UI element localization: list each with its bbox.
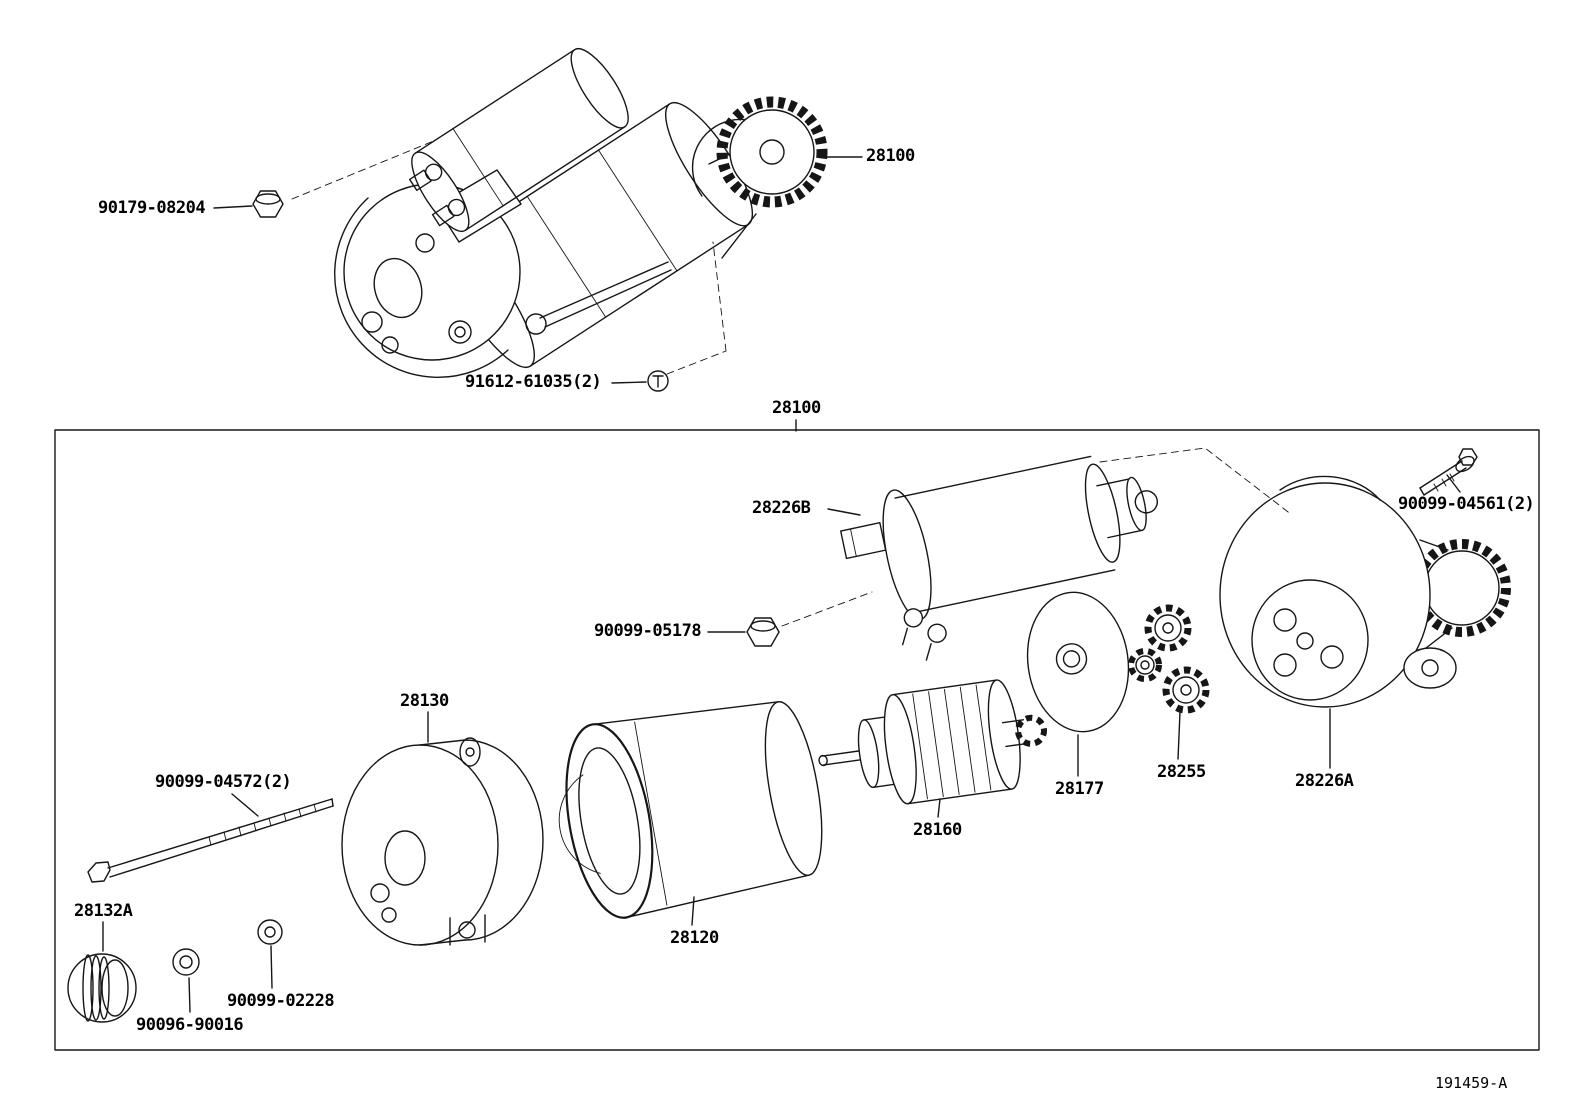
part-label-90099-02228: 90099-02228 bbox=[227, 991, 335, 1011]
top-dashed-lines bbox=[291, 139, 727, 375]
leader-lines bbox=[102, 156, 1461, 1013]
through-bolt-drawing bbox=[87, 798, 334, 883]
part-label-90099-04561: 90099-04561(2) bbox=[1398, 494, 1535, 514]
starter-assembly-drawing bbox=[333, 48, 828, 379]
plate-drawing bbox=[1026, 591, 1130, 733]
grommet-drawing bbox=[252, 190, 284, 218]
end-frame-drawing bbox=[341, 737, 544, 946]
lock-nut-drawing bbox=[746, 617, 780, 647]
bearing-cover-drawing bbox=[67, 953, 137, 1023]
washer-small-drawing bbox=[172, 948, 200, 976]
mount-bolt-drawing bbox=[1419, 448, 1478, 496]
drive-housing-drawing bbox=[1219, 475, 1511, 708]
box-dashed-lines bbox=[781, 447, 1293, 627]
part-label-90099-05178: 90099-05178 bbox=[594, 621, 702, 641]
magnetic-switch-drawing bbox=[839, 455, 1159, 661]
part-label-28100-box: 28100 bbox=[772, 398, 821, 418]
part-label-28132a: 28132A bbox=[74, 901, 133, 921]
part-label-28160: 28160 bbox=[913, 820, 962, 840]
washer-plain-drawing bbox=[257, 919, 283, 945]
part-label-28177: 28177 bbox=[1055, 779, 1104, 799]
part-label-90096-90016: 90096-90016 bbox=[136, 1015, 244, 1035]
part-label-28100-assembly: 28100 bbox=[866, 146, 915, 166]
planetary-gears-drawing bbox=[1128, 604, 1210, 714]
part-label-91612-61035: 91612-61035(2) bbox=[465, 372, 602, 392]
armature-drawing bbox=[818, 679, 1048, 805]
part-label-90099-04572: 90099-04572(2) bbox=[155, 772, 292, 792]
part-label-28255: 28255 bbox=[1157, 762, 1206, 782]
part-label-28120: 28120 bbox=[670, 928, 719, 948]
field-frame-drawing bbox=[558, 701, 823, 919]
parts-box bbox=[54, 429, 1540, 1051]
screw-callout-symbol bbox=[647, 370, 669, 392]
part-label-28226a: 28226A bbox=[1295, 771, 1354, 791]
part-label-90179-08204: 90179-08204 bbox=[98, 198, 206, 218]
part-label-28226b: 28226B bbox=[752, 498, 811, 518]
figure-code: 191459-A bbox=[1435, 1074, 1508, 1092]
part-label-28130: 28130 bbox=[400, 691, 449, 711]
